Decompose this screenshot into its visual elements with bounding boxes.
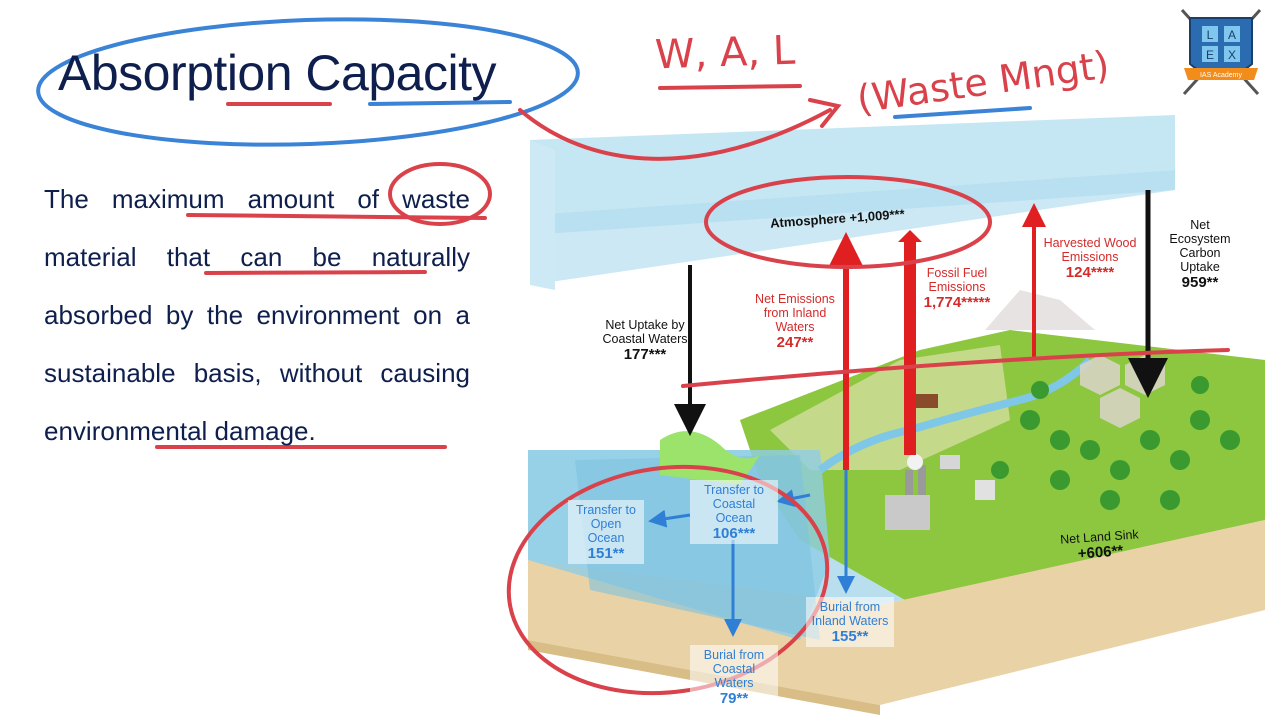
hand-annotations [36, 17, 1230, 696]
definition-text: The maximum amount of waste material tha… [44, 184, 470, 446]
logo-caption: IAS Academy [1200, 72, 1243, 79]
underline-capacity [368, 100, 512, 106]
logo-letter-l: L [1207, 28, 1214, 42]
title-to-note-arrow [518, 108, 832, 161]
logo-letter-a: A [1228, 28, 1236, 42]
atmosphere-slab [530, 115, 1175, 290]
laex-logo: L A E X IAS Academy [1178, 6, 1264, 98]
fossil-fuel-arrow [898, 230, 922, 455]
logo-letter-x: X [1228, 48, 1236, 62]
flow-arrows [648, 190, 1168, 637]
transfer-open-arrow [648, 509, 691, 528]
underline-naturally [204, 270, 427, 275]
handwritten-note-wal: W, A, L [654, 27, 796, 79]
horizontal-line [681, 348, 1230, 388]
ocean-circle [506, 464, 830, 696]
waste-circle [388, 162, 492, 226]
arrowhead [808, 98, 842, 128]
logo-letter-e: E [1206, 48, 1214, 62]
underline-waste [893, 106, 1032, 119]
title-circle [36, 17, 580, 147]
underline-max-amount [186, 213, 487, 220]
page-title: Absorption Capacity [58, 45, 496, 101]
atmosphere-circle [704, 175, 992, 269]
